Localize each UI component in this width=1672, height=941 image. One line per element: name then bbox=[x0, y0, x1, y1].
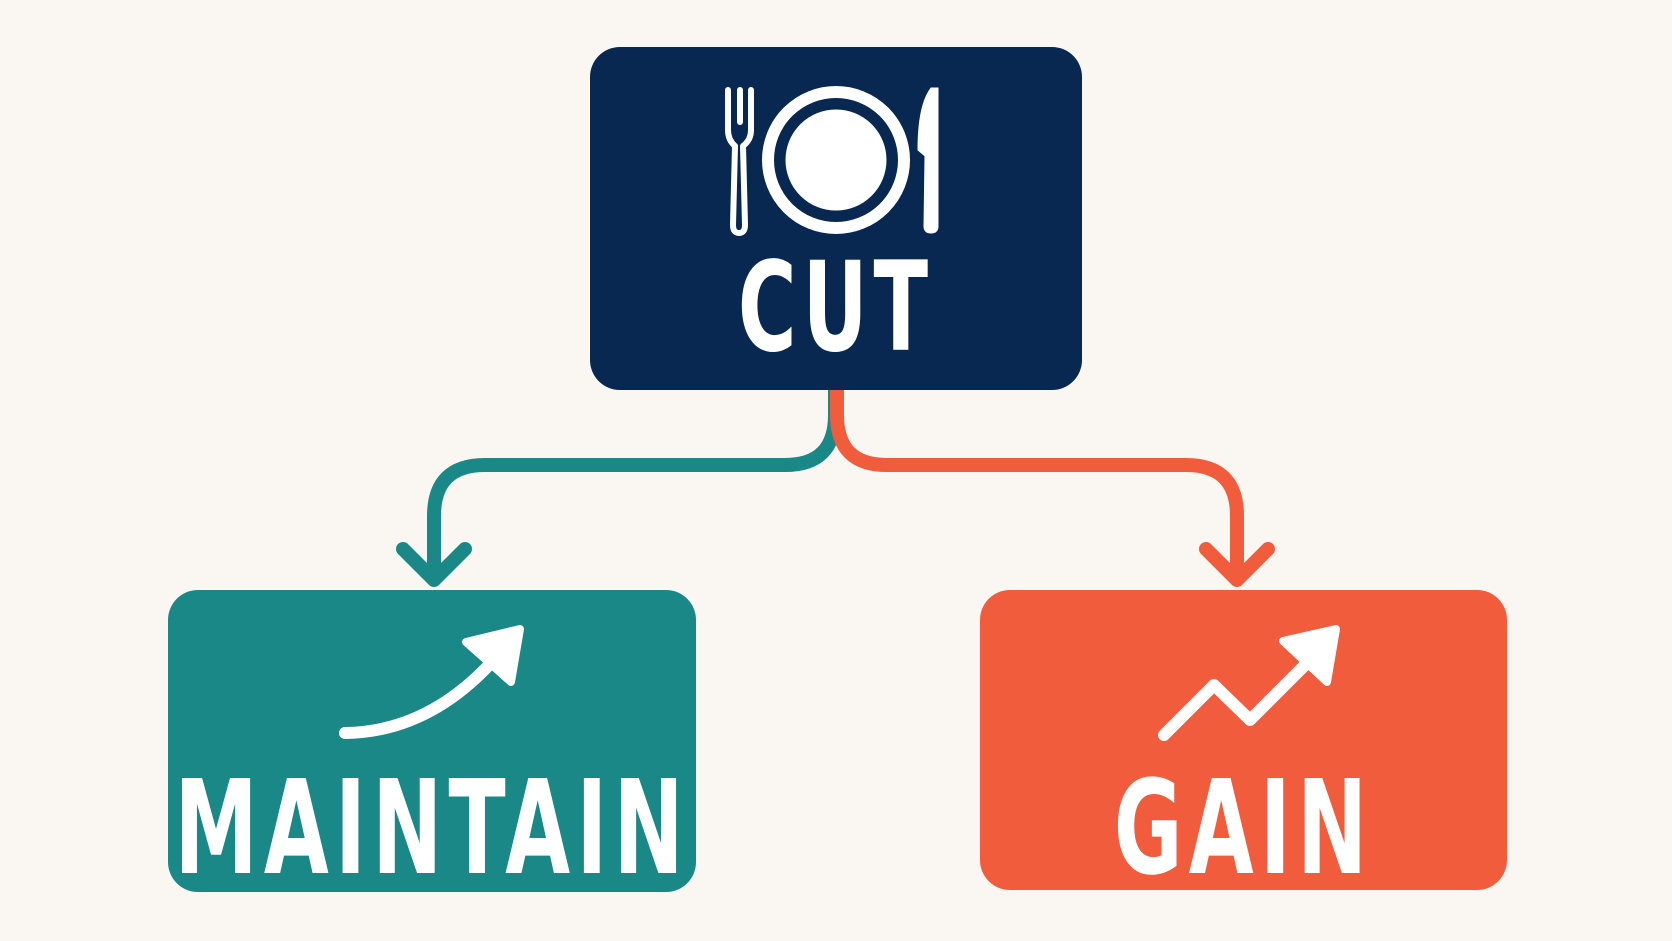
cut-box bbox=[590, 47, 1082, 390]
connector-cut-to-gain bbox=[830, 383, 1275, 587]
maintain-box bbox=[168, 590, 696, 892]
connector-cut-to-maintain bbox=[396, 383, 842, 587]
maintain-label: MAINTAIN bbox=[174, 752, 690, 904]
gain-box bbox=[980, 590, 1507, 890]
arrowhead-gain bbox=[1199, 542, 1275, 587]
cut-label: CUT bbox=[737, 235, 935, 380]
gain-label: GAIN bbox=[1113, 752, 1374, 904]
arrowhead-maintain bbox=[396, 542, 472, 587]
